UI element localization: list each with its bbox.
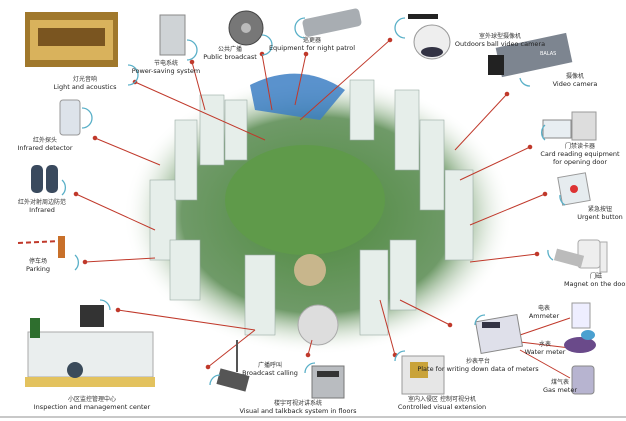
meter-reading-plate-icon <box>474 314 524 354</box>
accent-arcs <box>61 17 566 386</box>
broadcast-microphone-icon <box>216 340 250 392</box>
pond <box>250 73 345 120</box>
dome-camera-icon <box>408 14 451 60</box>
ammeter-icon <box>571 302 591 329</box>
visual-extension-icon <box>401 355 445 395</box>
talkback-panel-icon <box>311 365 345 399</box>
urgent-button-icon <box>557 172 591 206</box>
management-console-icon <box>25 305 155 387</box>
plaza <box>294 254 326 286</box>
parking-barrier-icon <box>17 236 65 258</box>
infrared-beam-icon <box>31 165 58 193</box>
box-camera-icon: BALAS <box>488 32 573 78</box>
card-reader-icon <box>542 111 597 141</box>
power-saving-cabinet-icon <box>159 14 186 56</box>
camera-brand: BALAS <box>540 51 556 57</box>
light-acoustics-photo <box>25 12 118 67</box>
bottom-divider <box>0 416 626 418</box>
connector-lines <box>73 37 571 379</box>
infrared-detector-icon <box>59 99 81 136</box>
residential-community-aerial <box>123 73 513 355</box>
door-magnet-icon <box>553 239 608 273</box>
patrol-wand-icon <box>302 8 362 37</box>
apartment-towers <box>149 79 474 336</box>
gas-meter-icon <box>571 365 595 395</box>
water-meter-icon <box>564 330 596 353</box>
